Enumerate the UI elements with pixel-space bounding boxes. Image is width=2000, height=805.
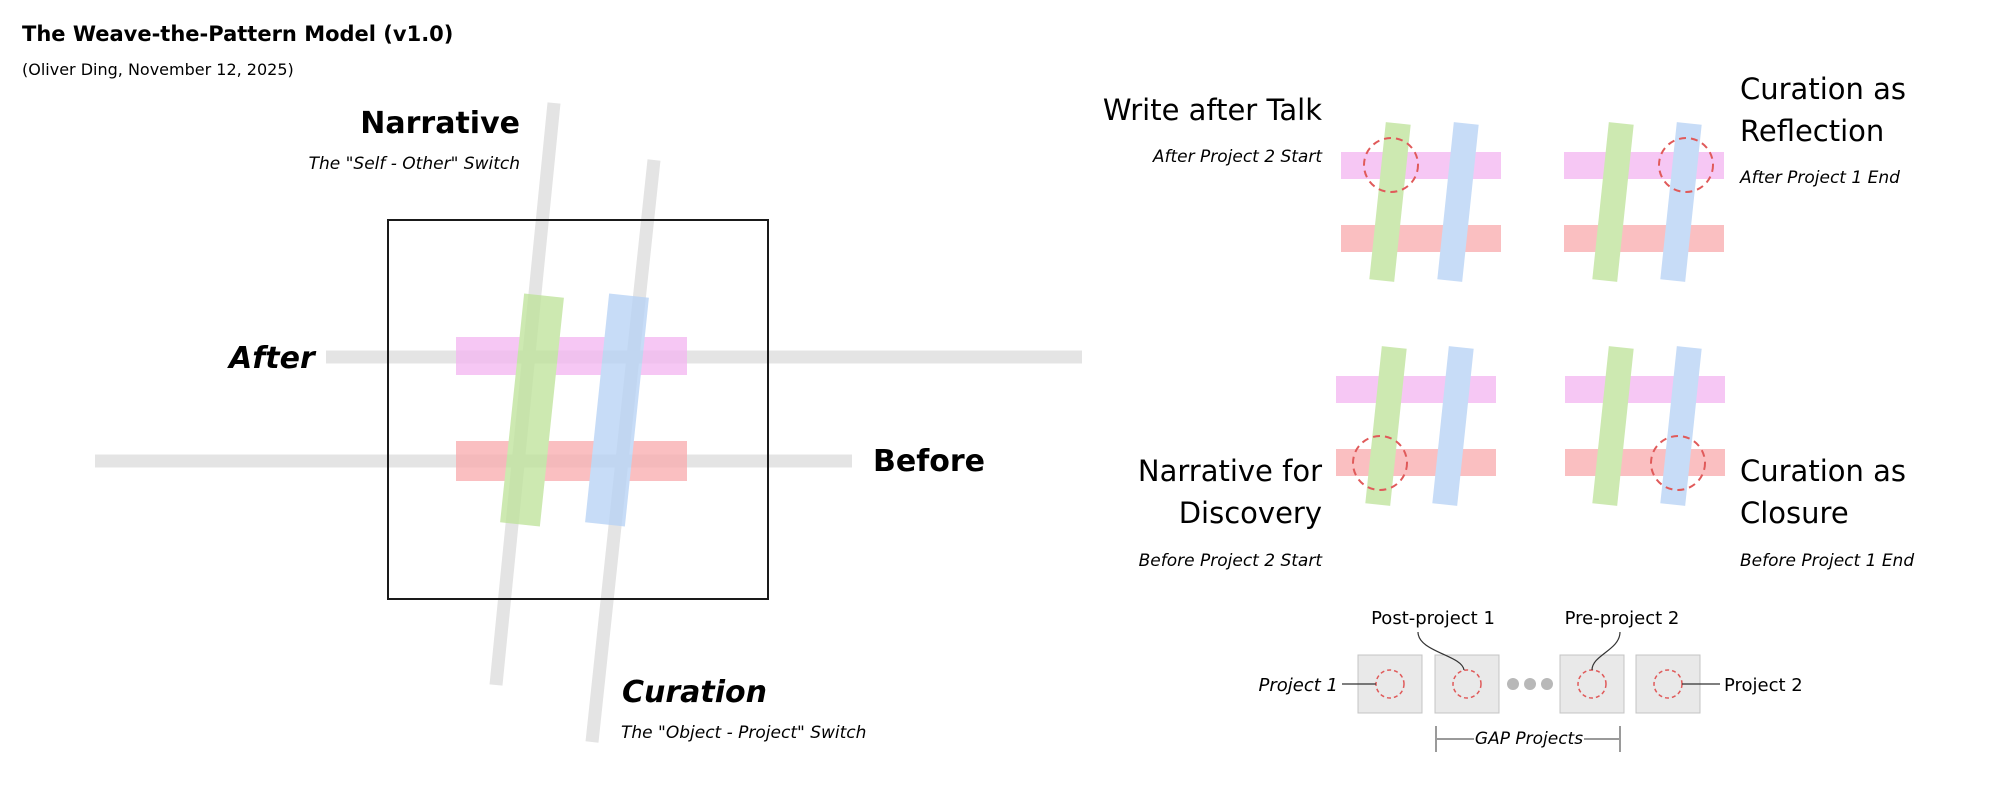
quadrant-curation-reflection: Curation as Reflection After Project 1 E… bbox=[1564, 72, 1906, 282]
qd-title-line2: Closure bbox=[1740, 496, 1849, 530]
qd-green-bar bbox=[1592, 346, 1634, 506]
qb-subtitle: After Project 1 End bbox=[1739, 168, 1900, 188]
qd-blue-bar bbox=[1660, 346, 1702, 506]
narrative-bar-green bbox=[500, 293, 564, 527]
qa-blue-bar bbox=[1437, 122, 1479, 282]
gap-projects-label: GAP Projects bbox=[1475, 729, 1583, 749]
qc-highlight-circle bbox=[1352, 435, 1408, 491]
qd-red-bar bbox=[1565, 449, 1725, 476]
page-title: The Weave-the-Pattern Model (v1.0) bbox=[22, 22, 453, 46]
quadrant-narrative-discovery: Narrative for Discovery Before Project 2… bbox=[1138, 346, 1496, 571]
before-bar-red bbox=[456, 441, 687, 481]
quadrant-write-after-talk: Write after Talk After Project 2 Start bbox=[1103, 93, 1501, 282]
post-project1-circle bbox=[1452, 669, 1482, 699]
qc-green-bar bbox=[1365, 346, 1407, 506]
post-project1-box bbox=[1434, 654, 1500, 714]
qb-red-bar bbox=[1564, 225, 1724, 252]
post-project1-label: Post-project 1 bbox=[1371, 608, 1495, 629]
curation-switch-label: The "Object - Project" Switch bbox=[621, 723, 866, 743]
qc-subtitle: Before Project 2 Start bbox=[1139, 551, 1324, 571]
qb-title-line2: Reflection bbox=[1740, 114, 1884, 148]
model-frame bbox=[387, 219, 769, 600]
qc-pink-bar bbox=[1336, 376, 1496, 403]
main-model: Narrative The "Self - Other" Switch Afte… bbox=[95, 102, 1082, 743]
pre-project2-connector bbox=[1591, 631, 1621, 671]
qa-green-bar bbox=[1369, 122, 1411, 282]
ellipsis-dot-1 bbox=[1507, 678, 1519, 690]
pre-project2-box bbox=[1559, 654, 1625, 714]
narrative-label: Narrative bbox=[360, 106, 520, 141]
qc-red-bar bbox=[1336, 449, 1496, 476]
pre-project2-label: Pre-project 2 bbox=[1565, 608, 1680, 629]
curation-label: Curation bbox=[622, 675, 767, 710]
qb-highlight-circle bbox=[1658, 137, 1714, 193]
post-project1-connector bbox=[1417, 631, 1465, 671]
qd-highlight-circle bbox=[1650, 435, 1706, 491]
page-subtitle: (Oliver Ding, November 12, 2025) bbox=[22, 60, 294, 79]
qc-title-line2: Discovery bbox=[1179, 496, 1322, 530]
before-label: Before bbox=[873, 444, 985, 479]
qc-title-line1: Narrative for bbox=[1138, 454, 1322, 488]
qd-pink-bar bbox=[1565, 376, 1725, 403]
quadrant-curation-closure: Curation as Closure Before Project 1 End bbox=[1565, 346, 1914, 571]
qa-red-bar bbox=[1341, 225, 1501, 252]
qb-title-line1: Curation as bbox=[1740, 72, 1906, 106]
qb-blue-bar bbox=[1660, 122, 1702, 282]
qa-highlight-circle bbox=[1363, 137, 1419, 193]
narrative-switch-label: The "Self - Other" Switch bbox=[309, 154, 520, 174]
gap-bracket bbox=[1435, 726, 1621, 752]
project1-label: Project 1 bbox=[1259, 675, 1338, 696]
project2-label: Project 2 bbox=[1724, 675, 1803, 696]
qa-title: Write after Talk bbox=[1103, 93, 1322, 127]
ellipsis-dot-2 bbox=[1524, 678, 1536, 690]
qb-pink-bar bbox=[1564, 152, 1724, 179]
after-label: After bbox=[227, 341, 317, 376]
project-timeline: Project 1 Project 2 Post-project 1 Pre-p… bbox=[1259, 608, 1803, 752]
qc-blue-bar bbox=[1432, 346, 1474, 506]
curation-bar-blue bbox=[585, 293, 649, 527]
after-bar-pink bbox=[456, 337, 687, 375]
qd-subtitle: Before Project 1 End bbox=[1740, 551, 1914, 571]
qa-subtitle: After Project 2 Start bbox=[1152, 147, 1323, 167]
qd-title-line1: Curation as bbox=[1740, 454, 1906, 488]
qb-green-bar bbox=[1592, 122, 1634, 282]
ellipsis-dot-3 bbox=[1541, 678, 1553, 690]
